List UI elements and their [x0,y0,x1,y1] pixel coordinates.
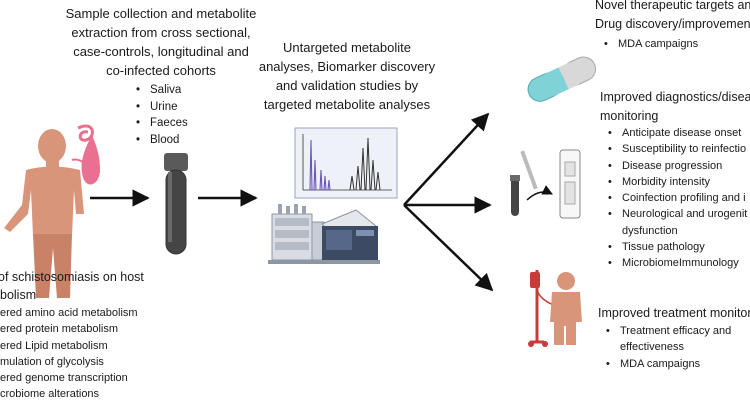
blood-tube-illustration [164,153,188,255]
list-item: Faeces [136,115,188,132]
heading-line: and validation studies by [275,78,419,93]
treatment-list: Treatment efficacy and effectiveness MDA… [606,323,731,372]
heading-line: extraction from cross sectional, [71,25,251,40]
chromatogram-panel [294,127,398,199]
host-metabolism-heading: of schistosomiasis on host bolism [0,268,144,304]
list-item: Treatment efficacy and [606,323,731,340]
list-item: Susceptibility to reinfectio [608,141,747,158]
list-item: MDA campaigns [606,356,731,373]
heading-line: Drug discovery/improvemen [595,17,750,31]
list-item: Neurological and urogenit [608,206,747,223]
list-item: ered amino acid metabolism [0,307,138,319]
therapeutic-heading: Novel therapeutic targets an Drug discov… [595,0,750,34]
list-item-continuation: effectiveness [620,341,685,354]
list-item: MDA campaigns [604,36,698,53]
list-item: ered protein metabolism [0,323,119,336]
heading-line: Sample collection and metabolite [65,6,257,21]
list-item: MicrobiomeImmunology [608,255,747,272]
list-item: Blood [136,132,188,149]
heading-line: Improved diagnostics/disea [600,90,750,104]
host-metabolism-list: ered amino acid metabolism ered protein … [0,305,138,403]
list-item: crobiome alterations [0,388,100,401]
list-item: ered genome transcription [0,372,128,385]
list-item: Urine [136,99,188,116]
human-body-illustration [4,129,84,298]
treatment-heading: Improved treatment monitor [598,306,750,320]
list-item-continuation: dysfunction [622,224,678,237]
heading-line: analyses, Biomarker discovery [258,59,436,74]
heading-line: Novel therapeutic targets an [595,0,750,12]
list-item: mulation of glycolysis [0,355,104,368]
list-item: ered Lipid metabolism [0,339,108,352]
heading-line: monitoring [600,109,659,123]
therapeutic-list: MDA campaigns [604,36,698,53]
heading-line: bolism [0,288,37,302]
heading-line: targeted metabolite analyses [263,97,431,112]
diagnostics-heading: Improved diagnostics/disea monitoring [600,88,750,126]
diagnostic-test-kit-icon [510,149,581,219]
heading-line: Untargeted metabolite [283,40,411,55]
schistosome-parasite-illustration [71,124,100,185]
heading-line: of schistosomiasis on host [0,270,144,284]
arrow-to-treatment [403,204,494,292]
arrow-to-therapeutics [403,112,490,206]
list-item: Saliva [136,82,188,99]
list-item: Tissue pathology [608,239,747,256]
lc-ms-instrument-illustration [268,204,380,264]
sample-collection-heading: Sample collection and metabolite extract… [50,4,272,80]
list-item: Morbidity intensity [608,174,747,191]
capsule-pill-icon [527,56,597,102]
heading-line: co-infected cohorts [106,63,216,78]
list-item: Anticipate disease onset [608,125,747,142]
heading-line: case-controls, longitudinal and [73,44,249,59]
list-item: Disease progression [608,158,747,175]
list-item: Coinfection profiling and i [608,190,747,207]
diagnostics-list: Anticipate disease onset Susceptibility … [608,125,747,272]
sample-type-list: Saliva Urine Faeces Blood [136,82,188,148]
patient-iv-drip-icon [528,270,582,347]
analysis-heading: Untargeted metabolite analyses, Biomarke… [252,38,442,114]
